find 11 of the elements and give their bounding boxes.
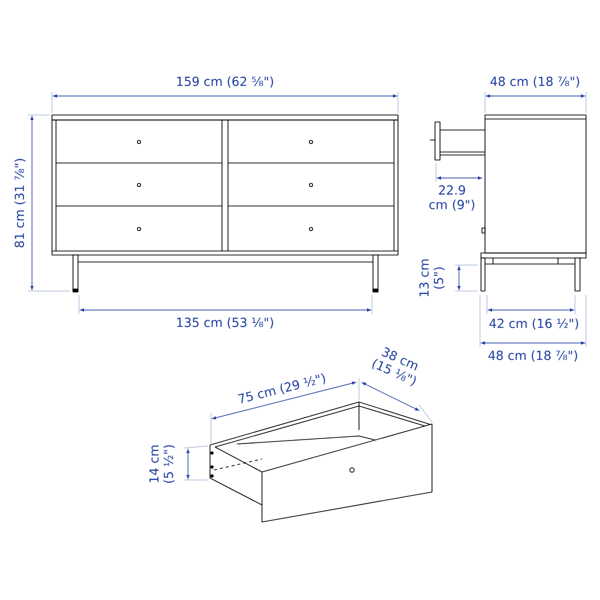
dimension-label: 159 cm (62 ⅝")	[177, 76, 274, 88]
dimension-label: 13 cm (5")	[419, 260, 445, 296]
dimension-label: 48 cm (18 ⅞")	[488, 350, 578, 362]
dimension-label: 14 cm (5 ½")	[149, 445, 175, 483]
dimension-label: 22.9 cm (9")	[429, 185, 474, 211]
dimension-label: 48 cm (18 ⅞")	[490, 76, 580, 88]
dimension-label: 42 cm (16 ½")	[489, 318, 578, 330]
dimension-label: 38 cm (15 ⅛")	[372, 347, 418, 386]
dimension-label: 81 cm (31 ⅞")	[14, 158, 26, 248]
dimension-label: 75 cm (29 ½")	[238, 373, 326, 404]
dimension-label: 135 cm (53 ⅛")	[177, 317, 274, 329]
